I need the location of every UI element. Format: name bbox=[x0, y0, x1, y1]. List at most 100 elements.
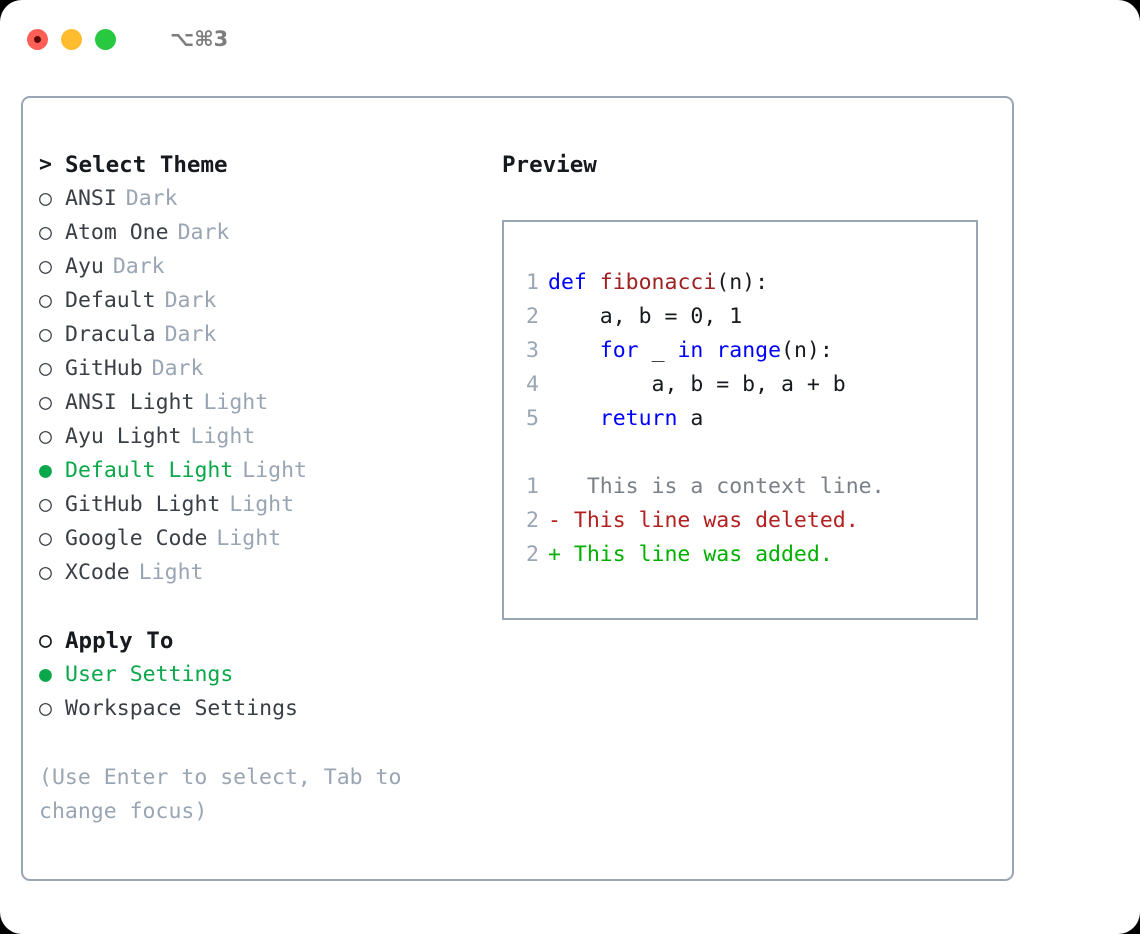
diff-text: This is a context line. bbox=[560, 474, 885, 499]
theme-option-label: GitHub Light bbox=[65, 492, 221, 517]
line-number: 4 bbox=[526, 372, 539, 397]
code-token-kw: return bbox=[599, 406, 678, 431]
code-token-plain: a, b = 0, 1 bbox=[548, 304, 743, 329]
radio-unselected-icon: ○ bbox=[39, 526, 52, 551]
code-text: a, b = 0, 1 bbox=[548, 300, 742, 334]
keyboard-shortcut-label: ⌥⌘3 bbox=[170, 27, 229, 51]
theme-option-label: Ayu Light bbox=[65, 424, 182, 449]
diff-sample: 1 This is a context line.2- This line wa… bbox=[504, 470, 976, 572]
spacer-icon: ○ bbox=[39, 628, 52, 653]
theme-option-variant: Light bbox=[138, 560, 204, 585]
theme-option-label: Google Code bbox=[65, 526, 208, 551]
theme-picker-heading: > Select Theme bbox=[39, 148, 489, 182]
code-text: def fibonacci(n): bbox=[548, 266, 768, 300]
theme-option-variant: Dark bbox=[125, 186, 178, 211]
line-number: 1 bbox=[526, 270, 539, 295]
diff-line-context: 1 This is a context line. bbox=[504, 470, 976, 504]
theme-option-variant: Light bbox=[203, 390, 269, 415]
code-token-plain: _ bbox=[638, 338, 678, 363]
code-diff-spacer bbox=[504, 436, 976, 470]
apply-to-option-user-settings[interactable]: ●User Settings bbox=[39, 658, 489, 692]
theme-option-label: ANSI Light bbox=[65, 390, 195, 415]
theme-option-variant: Dark bbox=[177, 220, 230, 245]
apply-to-option-label: User Settings bbox=[65, 662, 234, 687]
radio-unselected-icon: ○ bbox=[39, 560, 52, 585]
close-button[interactable] bbox=[27, 28, 48, 50]
theme-option-xcode[interactable]: ○ XCode Light bbox=[39, 556, 489, 590]
theme-option-label: Default Light bbox=[65, 458, 234, 483]
code-token-plain bbox=[548, 406, 600, 431]
apply-to-heading-label: Apply To bbox=[65, 628, 174, 654]
code-line: 3 for _ in range(n): bbox=[504, 334, 976, 368]
theme-option-ansi-light[interactable]: ○ ANSI Light Light bbox=[39, 386, 489, 420]
theme-option-ayu-light[interactable]: ○ Ayu Light Light bbox=[39, 420, 489, 454]
window-controls bbox=[27, 28, 116, 50]
code-token-kw: range bbox=[716, 338, 782, 363]
radio-unselected-icon: ○ bbox=[39, 696, 52, 721]
code-token-plain bbox=[703, 338, 716, 363]
keyboard-hint: (Use Enter to select, Tab to change focu… bbox=[39, 765, 402, 824]
diff-text: This line was deleted. bbox=[560, 508, 859, 533]
theme-option-default[interactable]: ○ Default Dark bbox=[39, 284, 489, 318]
theme-option-label: XCode bbox=[65, 560, 130, 585]
theme-picker-heading-label: Select Theme bbox=[65, 152, 228, 178]
radio-unselected-icon: ○ bbox=[39, 356, 52, 381]
theme-option-variant: Light bbox=[242, 458, 308, 483]
theme-option-variant: Light bbox=[229, 492, 295, 517]
theme-option-dracula[interactable]: ○ Dracula Dark bbox=[39, 318, 489, 352]
radio-unselected-icon: ○ bbox=[39, 390, 52, 415]
theme-option-variant: Light bbox=[190, 424, 256, 449]
minimize-button[interactable] bbox=[61, 28, 82, 50]
diff-text: This line was added. bbox=[560, 542, 833, 567]
theme-option-variant: Dark bbox=[112, 254, 165, 279]
apply-to-list: ●User Settings ○ Workspace Settings bbox=[39, 658, 489, 726]
maximize-button[interactable] bbox=[95, 28, 116, 50]
theme-option-variant: Dark bbox=[164, 322, 217, 347]
code-token-kw: in bbox=[677, 338, 704, 363]
preview-title: Preview bbox=[502, 152, 597, 178]
line-number: 5 bbox=[526, 406, 539, 431]
diff-line-added: 2+ This line was added. bbox=[504, 538, 976, 572]
theme-option-ansi[interactable]: ○ ANSI Dark bbox=[39, 182, 489, 216]
section-spacer bbox=[39, 590, 489, 624]
radio-unselected-icon: ○ bbox=[39, 322, 52, 347]
code-text: return a bbox=[548, 402, 704, 436]
theme-option-label: Atom One bbox=[65, 220, 169, 245]
line-number: 2 bbox=[526, 542, 539, 567]
code-text: for _ in range(n): bbox=[548, 334, 833, 368]
diff-sign bbox=[548, 470, 561, 504]
radio-unselected-icon: ○ bbox=[39, 424, 52, 449]
code-token-plain: a, b = b, a + b bbox=[548, 372, 846, 397]
code-token-kw: def bbox=[548, 270, 600, 295]
theme-option-variant: Dark bbox=[151, 356, 204, 381]
code-token-kw: for bbox=[599, 338, 639, 363]
apply-to-option-label: Workspace Settings bbox=[65, 696, 298, 721]
radio-unselected-icon: ○ bbox=[39, 288, 52, 313]
radio-selected-icon: ● bbox=[39, 458, 52, 483]
titlebar: ⌥⌘3 bbox=[0, 0, 1140, 78]
theme-option-variant: Dark bbox=[164, 288, 217, 313]
code-token-plain: (n): bbox=[781, 338, 833, 363]
apply-to-option-workspace-settings[interactable]: ○ Workspace Settings bbox=[39, 692, 489, 726]
theme-option-label: ANSI bbox=[65, 186, 117, 211]
code-token-plain: (n): bbox=[716, 270, 769, 295]
code-line: 5 return a bbox=[504, 402, 976, 436]
diff-line-deleted: 2- This line was deleted. bbox=[504, 504, 976, 538]
radio-unselected-icon: ○ bbox=[39, 186, 52, 211]
theme-option-default-light[interactable]: ● Default Light Light bbox=[39, 454, 489, 488]
theme-option-label: Default bbox=[65, 288, 156, 313]
code-token-fn: fibonacci bbox=[599, 270, 717, 295]
theme-option-label: Dracula bbox=[65, 322, 156, 347]
line-number: 2 bbox=[526, 304, 539, 329]
